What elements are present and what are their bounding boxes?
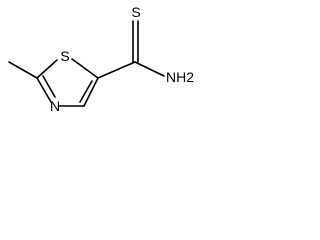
bond-c5-thioamide-c xyxy=(97,61,136,79)
ring-sulfur-label: S xyxy=(60,48,69,64)
bond-c5-c4-b xyxy=(79,80,93,103)
bond-c2-n3-b xyxy=(42,75,56,98)
bond-c5-c4-a xyxy=(83,77,99,107)
chemical-structure-diagram: S N S NH2 xyxy=(8,4,194,114)
amine-label: NH2 xyxy=(166,69,194,85)
ring-nitrogen-label: N xyxy=(50,98,60,114)
bond-c2-s1 xyxy=(36,59,58,79)
thioamide-sulfur-label: S xyxy=(131,4,140,20)
bond-s1-c5 xyxy=(71,58,99,79)
bond-c2-n3-a xyxy=(36,77,52,103)
bond-thioamide-c-nh2 xyxy=(134,61,165,77)
bond-methyl-c2 xyxy=(8,61,38,79)
